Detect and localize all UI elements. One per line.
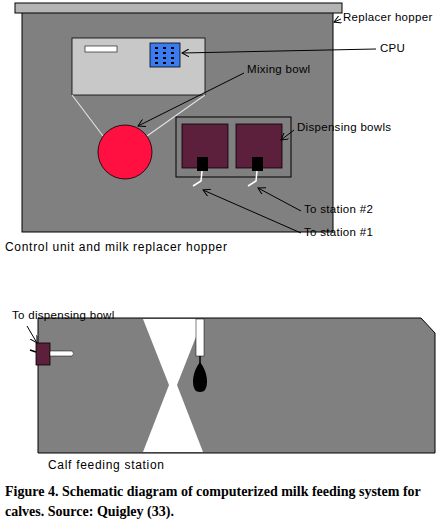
keypad-key	[163, 52, 166, 54]
keypad-key	[163, 57, 166, 59]
keypad-key	[171, 62, 174, 64]
hopper-housing	[22, 12, 333, 232]
outlet-tube	[193, 171, 202, 186]
keypad-key	[155, 57, 158, 59]
nozzle	[252, 157, 263, 171]
leader-line	[281, 130, 294, 140]
cpu-display	[85, 46, 117, 52]
keypad-keys	[155, 47, 174, 64]
mixing-bowl	[98, 125, 152, 179]
tube-label: To station #1	[304, 226, 373, 238]
keypad-key	[171, 47, 174, 49]
outlet-tube	[248, 171, 257, 186]
station-panel	[38, 318, 435, 453]
part-label: Dispensing bowls	[297, 121, 391, 133]
keypad-key	[171, 52, 174, 54]
keypad-key	[155, 47, 158, 49]
hopper-lid	[15, 3, 342, 13]
leader-line	[182, 49, 376, 53]
leader-line	[27, 326, 37, 343]
leader-line	[258, 188, 301, 211]
keypad-key	[171, 57, 174, 59]
cpu-box	[72, 38, 205, 95]
cpu-keypad	[150, 43, 180, 67]
inlet-pipe	[50, 351, 74, 356]
part-label: Mixing bowl	[247, 63, 310, 75]
figure-caption: Figure 4. Schematic diagram of computeri…	[5, 482, 435, 522]
keypad-key	[163, 47, 166, 49]
control-unit-housing: Control unit and milk replacer hopper	[22, 12, 333, 232]
unit-caption: Calf feeding station	[48, 458, 165, 472]
dispensing-frame	[176, 117, 291, 177]
inlet-valve	[36, 343, 50, 365]
keypad-key	[155, 52, 158, 54]
teat-nipple	[193, 362, 207, 392]
keypad-key	[163, 62, 166, 64]
nozzle	[197, 157, 208, 171]
funnel-line	[72, 95, 103, 136]
unit-caption: Control unit and milk replacer hopper	[5, 240, 228, 254]
leader-line	[334, 19, 341, 22]
tube-label: To station #2	[304, 203, 373, 215]
part-label: CPU	[380, 42, 405, 54]
leader-line	[138, 73, 244, 126]
tube-label: To dispensing bowl	[12, 309, 115, 321]
calf-feeding-station: Calf feeding station	[38, 318, 435, 453]
leader-line	[203, 190, 301, 233]
keypad-key	[155, 62, 158, 64]
nipple-stem	[196, 319, 204, 356]
part-label: Replacer hopper	[343, 11, 433, 23]
inlet-tube	[30, 350, 36, 352]
